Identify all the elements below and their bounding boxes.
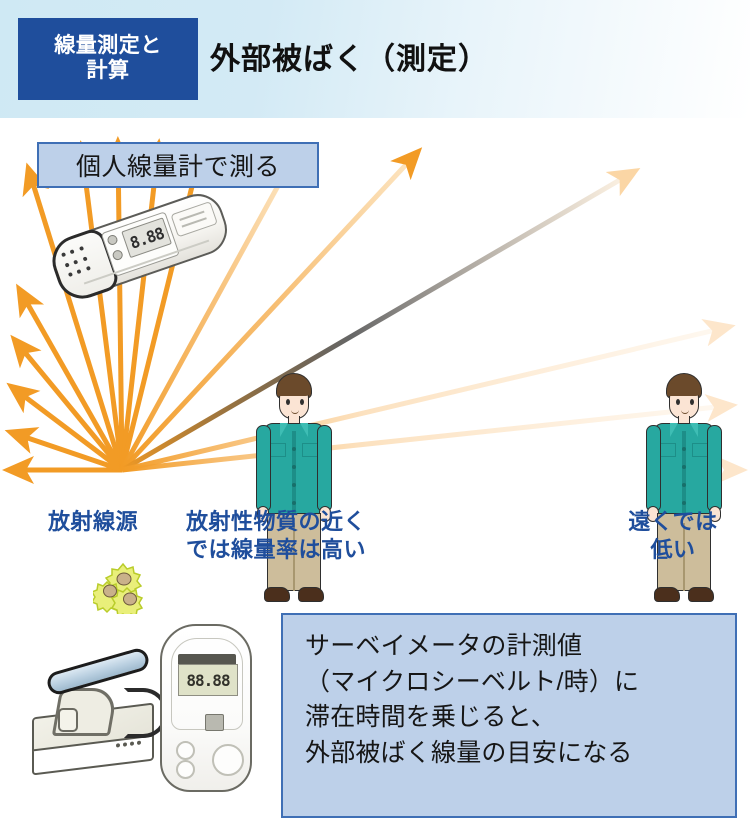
shoe-left (654, 587, 680, 602)
info-line-3: 滞在時間を乗じると、 (305, 703, 557, 731)
collar-right (690, 423, 698, 437)
caption-far-line-1: 遠くでは (628, 509, 718, 534)
dosimeter-callout-label: 個人線量計で測る (75, 153, 280, 181)
shirt-placket (682, 431, 686, 517)
info-line-1: サーベイメータの計測値 (305, 632, 583, 660)
person-far-from-source (638, 373, 730, 605)
trouser-seam (683, 523, 685, 591)
eye-right (690, 399, 694, 405)
shirt-button (292, 447, 296, 451)
collar-left (280, 423, 288, 437)
page-title: 外部被ばく（測定） (210, 43, 489, 76)
shirt-button (292, 501, 296, 505)
survey-meter-illustrations: 88.88 (18, 612, 268, 817)
caption-near-line-1: 放射性物質の近く (186, 509, 367, 534)
digital-meter-round-button (176, 741, 195, 760)
shoe-right (688, 587, 714, 602)
info-line-2: （マイクロシーベルト/時）に (305, 667, 640, 696)
gm-survey-meter-icon (28, 646, 168, 776)
eye-left (286, 399, 290, 405)
arm-left (256, 425, 271, 511)
arm-right (317, 425, 332, 511)
mouth (291, 410, 299, 414)
radiation-source-icon (93, 562, 144, 614)
digital-meter-lcd-screen: 88.88 (178, 664, 238, 696)
shirt-button (682, 501, 686, 505)
digital-survey-meter-icon: 88.88 (160, 624, 252, 792)
trouser-seam (293, 523, 295, 591)
badge-line-2: 計算 (86, 59, 130, 82)
radiation-rays (2, 136, 748, 485)
bangs (277, 383, 311, 396)
caption-near-high-dose-rate: 放射性物質の近く では線量率は高い (186, 508, 366, 563)
caption-near-line-2: では線量率は高い (186, 536, 367, 562)
eye-left (676, 399, 680, 405)
dosimeter-callout-box: 個人線量計で測る (37, 142, 319, 188)
radiation-diagram (0, 118, 750, 614)
shirt-button (292, 483, 296, 487)
arm-right (707, 425, 722, 511)
collar-right (300, 423, 308, 437)
pocket-right (302, 443, 318, 457)
digital-meter-lcd-value: 88.88 (186, 670, 230, 690)
neck (288, 416, 300, 426)
bangs (667, 383, 701, 396)
shirt-button (292, 465, 296, 469)
digital-meter-square-button (205, 714, 224, 731)
survey-meter-info-box: サーベイメータの計測値 （マイクロシーベルト/時）に 滞在時間を乗じると、 外部… (281, 613, 737, 818)
header-category-badge: 線量測定と 計算 (18, 18, 198, 100)
info-line-4: 外部被ばく線量の目安になる (305, 738, 633, 767)
badge-line-1: 線量測定と (54, 34, 162, 58)
mouth (681, 410, 689, 414)
digital-meter-power-button (212, 744, 244, 776)
shirt-button (682, 447, 686, 451)
pocket-right (692, 443, 708, 457)
pocket-left (660, 443, 676, 457)
caption-far-line-2: 低い (650, 536, 696, 562)
arm-left (646, 425, 661, 511)
header-category-badge-text: 線量測定と 計算 (54, 34, 162, 84)
shirt-placket (292, 431, 296, 517)
digital-meter-round-button (176, 760, 195, 779)
caption-far-low-dose-rate: 遠くでは 低い (610, 508, 736, 563)
shoe-right (298, 587, 324, 602)
neck (678, 416, 690, 426)
caption-radiation-source: 放射線源 (48, 509, 139, 534)
shoe-left (264, 587, 290, 602)
pocket-left (270, 443, 286, 457)
collar-left (670, 423, 678, 437)
shirt-button (682, 465, 686, 469)
eye-right (300, 399, 304, 405)
digital-meter-screen-header (178, 654, 236, 664)
shirt-button (682, 483, 686, 487)
gm-dial-knob (58, 708, 78, 732)
person-near-source (248, 373, 340, 605)
